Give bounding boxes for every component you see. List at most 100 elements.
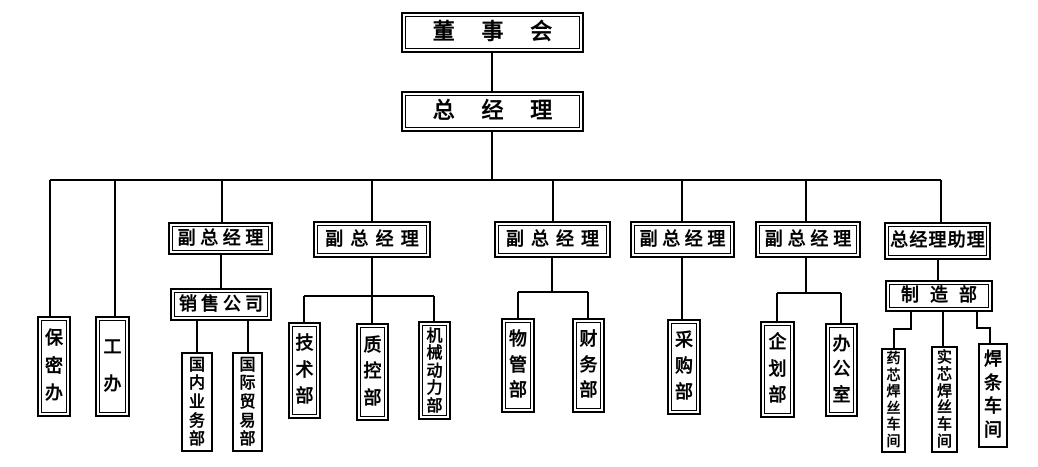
- node-manufacturing-dept: 制造部: [885, 280, 993, 312]
- node-label-char: 总: [890, 230, 909, 251]
- node-deputy-general-manager-1: 副总经理: [168, 222, 273, 255]
- node-label-char: 制: [901, 285, 919, 306]
- node-label: 制造部: [889, 284, 989, 308]
- node-label-char: 实: [936, 348, 952, 366]
- node-label: 技术部: [292, 326, 317, 415]
- node-label-char: 理: [581, 228, 599, 250]
- node-workers-office: 工办: [95, 316, 130, 417]
- node-label-char: 间: [984, 420, 1002, 442]
- node-label-char: 车: [984, 396, 1002, 418]
- node-label: 国际贸易部: [234, 354, 261, 450]
- node-label: 总经理: [405, 95, 580, 128]
- node-international-trade-dept: 国际贸易部: [232, 352, 263, 452]
- node-label-char: 车: [936, 415, 952, 434]
- node-label: 实芯焊丝车间: [933, 348, 956, 451]
- node-label: 采购部: [671, 323, 697, 411]
- node-label-char: 购: [675, 356, 693, 377]
- node-label-char: 公: [832, 359, 851, 380]
- node-label-char: 部: [295, 385, 314, 407]
- node-label-char: 理: [400, 228, 419, 250]
- node-label-char: 售: [201, 293, 219, 315]
- node-label-char: 事: [481, 19, 504, 45]
- node-label-char: 丝: [936, 398, 952, 417]
- node-label-char: 办: [832, 333, 851, 355]
- node-label: 机械动力部: [422, 325, 447, 416]
- node-solid-wire-workshop: 实芯焊丝车间: [931, 346, 958, 453]
- node-label-char: 控: [363, 361, 382, 382]
- node-label-char: 物: [509, 328, 527, 350]
- node-label-char: 国: [188, 354, 205, 374]
- node-label-char: 董: [432, 19, 455, 45]
- node-label-char: 术: [295, 359, 314, 381]
- node-label-char: 部: [509, 380, 527, 402]
- node-technology-dept: 技术部: [288, 322, 321, 419]
- node-label-char: 司: [245, 293, 263, 315]
- connector-line: [893, 312, 912, 348]
- node-label-char: 室: [832, 384, 851, 406]
- node-label-char: 焊: [984, 348, 1002, 370]
- node-label-char: 副: [325, 228, 344, 250]
- node-label-char: 条: [984, 372, 1002, 394]
- node-label-char: 部: [188, 429, 205, 449]
- node-label-char: 间: [936, 432, 952, 451]
- node-general-manager: 总经理: [401, 91, 584, 132]
- node-label-char: 内: [188, 373, 205, 393]
- node-label: 质控部: [360, 327, 385, 417]
- node-label-char: 质: [363, 334, 382, 356]
- node-label-char: 芯: [936, 364, 952, 383]
- node-finance-dept: 财务部: [572, 318, 605, 413]
- node-gm-assistant: 总经理助理: [884, 222, 991, 260]
- node-label-char: 芯: [886, 367, 901, 384]
- node-label: 总经理助理: [888, 226, 987, 256]
- node-label-char: 副: [506, 228, 524, 250]
- node-label-char: 理: [707, 228, 726, 250]
- node-label-char: 业: [188, 391, 205, 411]
- node-label-char: 经: [222, 227, 241, 249]
- node-label-char: 贸: [239, 391, 256, 411]
- node-deputy-general-manager-3: 副总经理: [494, 221, 611, 258]
- node-board-of-directors: 董事会: [401, 12, 584, 53]
- node-label-char: 造: [930, 285, 948, 306]
- node-label-char: 药: [886, 351, 901, 368]
- node-label-char: 部: [363, 387, 382, 409]
- node-label-char: 经: [375, 228, 394, 250]
- node-label-char: 技: [295, 333, 314, 355]
- node-label-char: 际: [239, 373, 256, 393]
- node-label-char: 部: [239, 429, 256, 449]
- node-label-char: 丝: [886, 400, 901, 417]
- node-label-char: 总: [350, 228, 369, 250]
- node-label: 董事会: [405, 16, 580, 49]
- node-label: 副总经理: [317, 225, 427, 254]
- node-label-char: 焊: [886, 384, 901, 401]
- node-label-char: 总: [531, 228, 549, 250]
- node-label-char: 力: [426, 378, 443, 397]
- node-label-char: 采: [675, 330, 693, 351]
- node-planning-dept: 企划部: [760, 321, 795, 418]
- node-label-char: 动: [426, 360, 443, 380]
- node-label-char: 总: [662, 228, 681, 250]
- node-label-char: 总: [432, 98, 455, 124]
- node-label-char: 办: [45, 382, 63, 404]
- node-label-char: 务: [188, 410, 205, 430]
- node-label-char: 机: [426, 325, 443, 345]
- node-label: 财务部: [576, 322, 601, 409]
- node-label: 药芯焊丝车间: [883, 350, 904, 451]
- node-label-char: 保: [45, 328, 63, 350]
- node-label: 副总经理: [172, 226, 269, 251]
- node-label-char: 焊: [936, 381, 952, 400]
- node-label: 物管部: [505, 322, 531, 409]
- node-label-char: 总: [787, 228, 806, 250]
- node-domestic-business-dept: 国内业务部: [181, 352, 213, 452]
- node-label-char: 务: [579, 354, 598, 376]
- node-label: 销售公司: [174, 292, 268, 317]
- node-label-char: 经: [481, 98, 504, 124]
- node-label: 副总经理: [498, 225, 607, 254]
- node-label-char: 公: [223, 293, 241, 315]
- node-quality-control-dept: 质控部: [356, 323, 389, 421]
- node-label: 副总经理: [634, 225, 731, 254]
- node-label-char: 部: [959, 285, 977, 306]
- node-label: 保密办: [41, 320, 67, 413]
- node-label: 国内业务部: [183, 354, 211, 450]
